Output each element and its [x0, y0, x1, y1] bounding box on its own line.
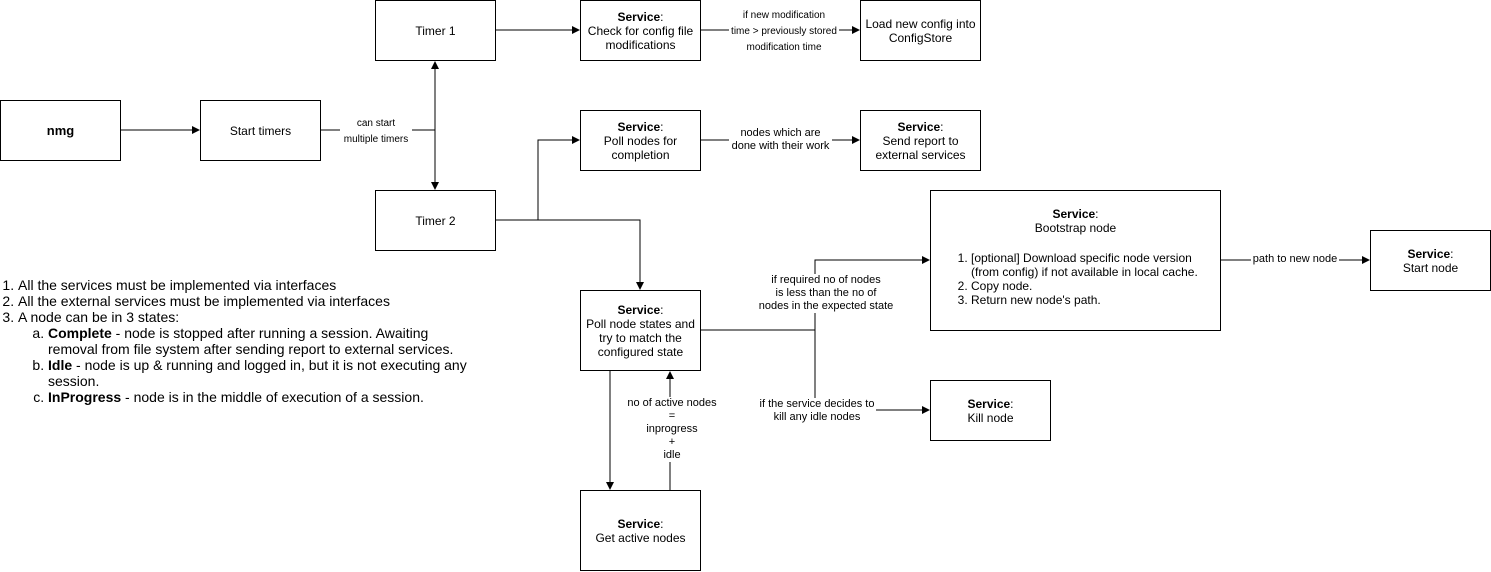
- edge-label-line: if the service decides to: [759, 398, 875, 410]
- edge-label-line: inprogress: [646, 423, 698, 435]
- edge-label-line: path to new node: [1252, 253, 1338, 265]
- bootstrap-service-node[interactable]: Service:Bootstrap node [optional] Downlo…: [930, 190, 1221, 331]
- check-config-service-node[interactable]: Service:Check for config file modificati…: [580, 0, 701, 61]
- service-keyword: Service: [617, 9, 661, 24]
- edge-label-line: multiple timers: [343, 134, 409, 145]
- service-keyword: Service: [1407, 246, 1451, 261]
- get-active-label: Get active nodes: [595, 530, 686, 545]
- edge-label-line: nodes in the expected state: [758, 300, 894, 312]
- edge-label-line: kill any idle nodes: [773, 411, 861, 423]
- edge-label-nodes-done: nodes which are done with their work: [729, 127, 832, 153]
- edge-label-line: if new modification: [742, 10, 826, 21]
- timer2-node[interactable]: Timer 2: [375, 190, 496, 251]
- state-item-idle: Idle - node is up & running and logged i…: [48, 357, 472, 389]
- start-timers-node[interactable]: Start timers: [200, 100, 321, 161]
- service-keyword: Service: [897, 119, 941, 134]
- kill-node-service-node[interactable]: Service:Kill node: [930, 380, 1051, 441]
- edge-label-line: is less than the no of: [775, 287, 877, 299]
- check-config-label: Check for config file modifications: [587, 23, 694, 52]
- state-desc: - node is up & running and logged in, bu…: [48, 357, 467, 389]
- get-active-service-node[interactable]: Service:Get active nodes: [580, 490, 701, 571]
- edge-label-line: can start: [356, 118, 396, 129]
- timer1-label: Timer 1: [415, 23, 456, 38]
- kill-node-label: Kill node: [967, 410, 1014, 425]
- service-keyword: Service: [967, 396, 1011, 411]
- bootstrap-step: Return new node's path.: [971, 293, 1220, 307]
- start-node-service-node[interactable]: Service:Start node: [1370, 230, 1491, 291]
- timer1-node[interactable]: Timer 1: [375, 0, 496, 61]
- poll-completion-label: Poll nodes for completion: [603, 133, 678, 162]
- edge-label-path-to-new: path to new node: [1251, 253, 1339, 266]
- edge-label-line: if required no of nodes: [771, 274, 881, 286]
- bootstrap-step: Copy node.: [971, 279, 1220, 293]
- load-config-label: Load new config into ConfigStore: [865, 16, 976, 45]
- start-timers-label: Start timers: [229, 123, 292, 138]
- service-keyword: Service: [1052, 207, 1096, 221]
- state-name: Idle: [48, 357, 73, 373]
- edge-label-if-new-mod: if new modification time > previously st…: [729, 8, 839, 56]
- service-keyword: Service: [617, 119, 661, 134]
- nmg-node[interactable]: nmg: [0, 100, 121, 161]
- edge-timer2-poll-completion: [496, 136, 580, 221]
- edge-label-line: nodes which are: [740, 127, 821, 139]
- state-name: Complete: [48, 325, 112, 341]
- edge-label-active-formula: no of active nodes = inprogress + idle: [624, 397, 720, 462]
- edge-label-line: idle: [663, 449, 681, 461]
- edge-label-line: time > previously stored: [731, 26, 837, 37]
- note-item-states: A node can be in 3 states: Complete - no…: [18, 309, 472, 405]
- send-report-service-node[interactable]: Service:Send report to external services: [860, 110, 981, 171]
- poll-states-service-node[interactable]: Service:Poll node states and try to matc…: [580, 290, 701, 371]
- state-desc: - node is stopped after running a sessio…: [48, 325, 454, 357]
- service-keyword: Service: [617, 302, 661, 317]
- note-states-intro: A node can be in 3 states:: [18, 309, 180, 325]
- bootstrap-step: [optional] Download specific node versio…: [971, 251, 1220, 279]
- states-list: Complete - node is stopped after running…: [18, 325, 472, 405]
- edge-label-if-required: if required no of nodes is less than the…: [756, 274, 896, 313]
- poll-completion-service-node[interactable]: Service:Poll nodes for completion: [580, 110, 701, 171]
- bootstrap-label: Bootstrap node: [1034, 221, 1117, 235]
- note-item: All the services must be implemented via…: [18, 277, 472, 293]
- start-node-label: Start node: [1402, 260, 1459, 275]
- notes-list: All the services must be implemented via…: [2, 277, 472, 405]
- service-keyword: Service: [617, 516, 661, 531]
- edge-label-line: +: [668, 436, 676, 448]
- edge-label-line: no of active nodes: [627, 397, 717, 409]
- state-item-complete: Complete - node is stopped after running…: [48, 325, 472, 357]
- timer2-label: Timer 2: [415, 213, 456, 228]
- state-name: InProgress: [48, 389, 122, 405]
- send-report-label: Send report to external services: [875, 133, 966, 162]
- state-item-inprogress: InProgress - node is in the middle of ex…: [48, 389, 472, 405]
- edge-timer2-poll-states: [538, 219, 644, 290]
- load-config-node[interactable]: Load new config into ConfigStore: [860, 0, 981, 61]
- edge-label-line: =: [668, 410, 676, 422]
- edge-label-can-start: can start multiple timers: [340, 116, 412, 148]
- state-desc: - node is in the middle of execution of …: [121, 389, 424, 405]
- poll-states-label: Poll node states and try to match the co…: [586, 316, 695, 359]
- notes-block: All the services must be implemented via…: [2, 277, 472, 405]
- edge-label-line: done with their work: [731, 140, 830, 152]
- edge-label-line: modification time: [746, 42, 822, 53]
- note-item: All the external services must be implem…: [18, 293, 472, 309]
- nmg-label: nmg: [46, 122, 75, 138]
- bootstrap-steps: [optional] Download specific node versio…: [931, 251, 1220, 307]
- edge-label-if-kill: if the service decides to kill any idle …: [758, 398, 876, 424]
